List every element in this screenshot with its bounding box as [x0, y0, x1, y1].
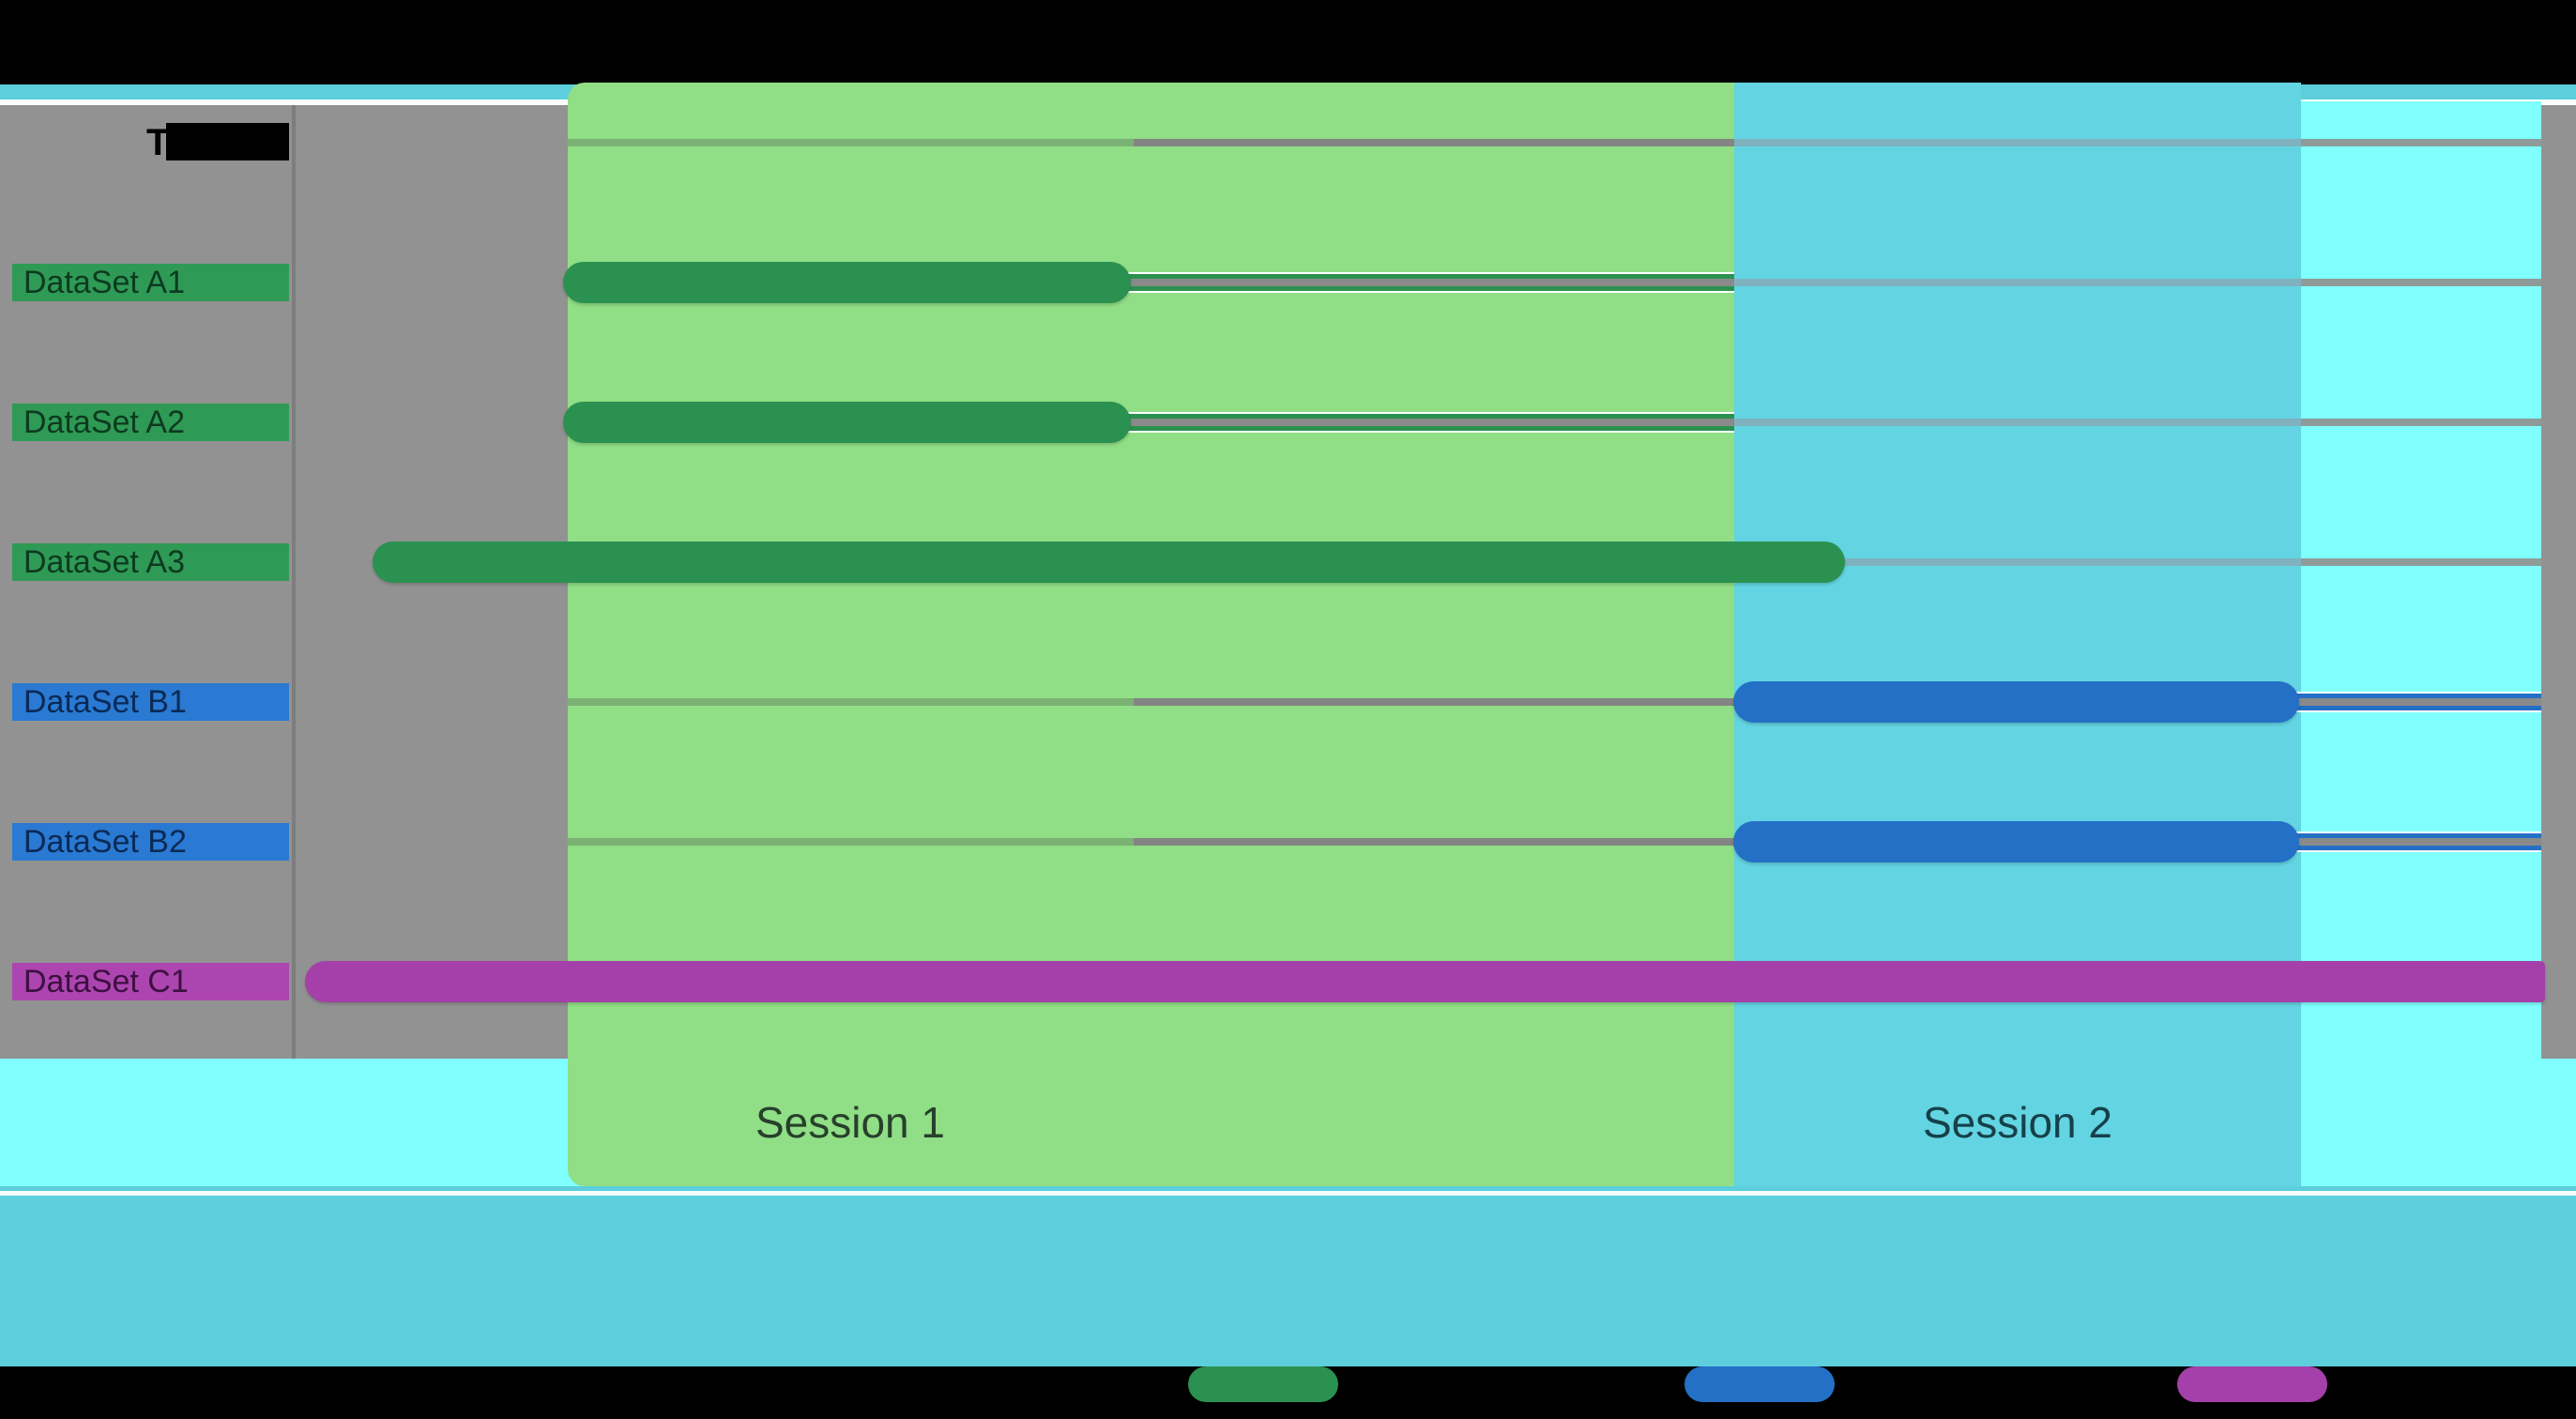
row-gridline: [2301, 558, 2541, 566]
row-label-dataset-a1[interactable]: DataSet A1: [12, 264, 289, 301]
row-gridline: [1734, 419, 2301, 426]
row-label-dataset-a3[interactable]: DataSet A3: [12, 543, 289, 581]
post-session-highlight-band: [2301, 101, 2541, 1186]
row-label-dataset-b2[interactable]: DataSet B2: [12, 823, 289, 861]
task-bar-dataset-b2[interactable]: [1733, 821, 2299, 862]
header-redaction-box: [166, 123, 289, 160]
row-label-dataset-b1[interactable]: DataSet B1: [12, 683, 289, 721]
row-gridline: [1134, 698, 1734, 706]
legend-swatch-series-A-green[interactable]: [1188, 1366, 1338, 1402]
row-label-dataset-c1[interactable]: DataSet C1: [12, 963, 289, 1000]
row-gridline: [2301, 279, 2541, 286]
row-gridline: [1734, 279, 2301, 286]
legend-swatch-series-B-blue[interactable]: [1684, 1366, 1835, 1402]
task-bar-dataset-a3[interactable]: [373, 542, 1845, 583]
task-bar-extension-core: [1120, 279, 1734, 286]
bottom-white-separator: [0, 1191, 2576, 1196]
top-toolbar-redacted: [0, 0, 2576, 84]
row-gridline: [2301, 419, 2541, 426]
session2-band: [1734, 83, 2301, 1186]
row-gridline: [1734, 558, 2301, 566]
legend-swatch-series-C-purple[interactable]: [2177, 1366, 2327, 1402]
legend-label-redacted: [2346, 1366, 2576, 1404]
row-gridline: [1734, 139, 2301, 146]
row-gridline: [568, 139, 1134, 146]
task-bar-extension-core: [2288, 698, 2541, 706]
row-label-dataset-a2[interactable]: DataSet A2: [12, 404, 289, 441]
row-gridline: [568, 698, 1134, 706]
task-bar-dataset-a1[interactable]: [563, 262, 1131, 303]
row-gridline: [568, 838, 1134, 846]
session1-label: Session 1: [755, 1098, 946, 1147]
legend-label-redacted: [1357, 1366, 1592, 1404]
task-bar-dataset-c1[interactable]: [305, 961, 2545, 1002]
row-gridline: [1134, 139, 1734, 146]
bottom-cyan-band: [0, 1186, 2576, 1366]
session1-band: [568, 83, 1734, 1186]
task-bar-dataset-a2[interactable]: [563, 402, 1131, 443]
task-bar-dataset-b1[interactable]: [1733, 681, 2299, 723]
task-bar-extension-core: [1120, 419, 1734, 426]
legend-label-redacted: [1853, 1366, 2088, 1404]
row-gridline: [1134, 838, 1734, 846]
session2-label: Session 2: [1922, 1098, 2113, 1147]
tasks-column-header: T: [146, 122, 170, 163]
label-column-divider: [292, 105, 296, 1059]
task-bar-extension-core: [2288, 838, 2541, 846]
row-gridline: [2301, 139, 2541, 146]
